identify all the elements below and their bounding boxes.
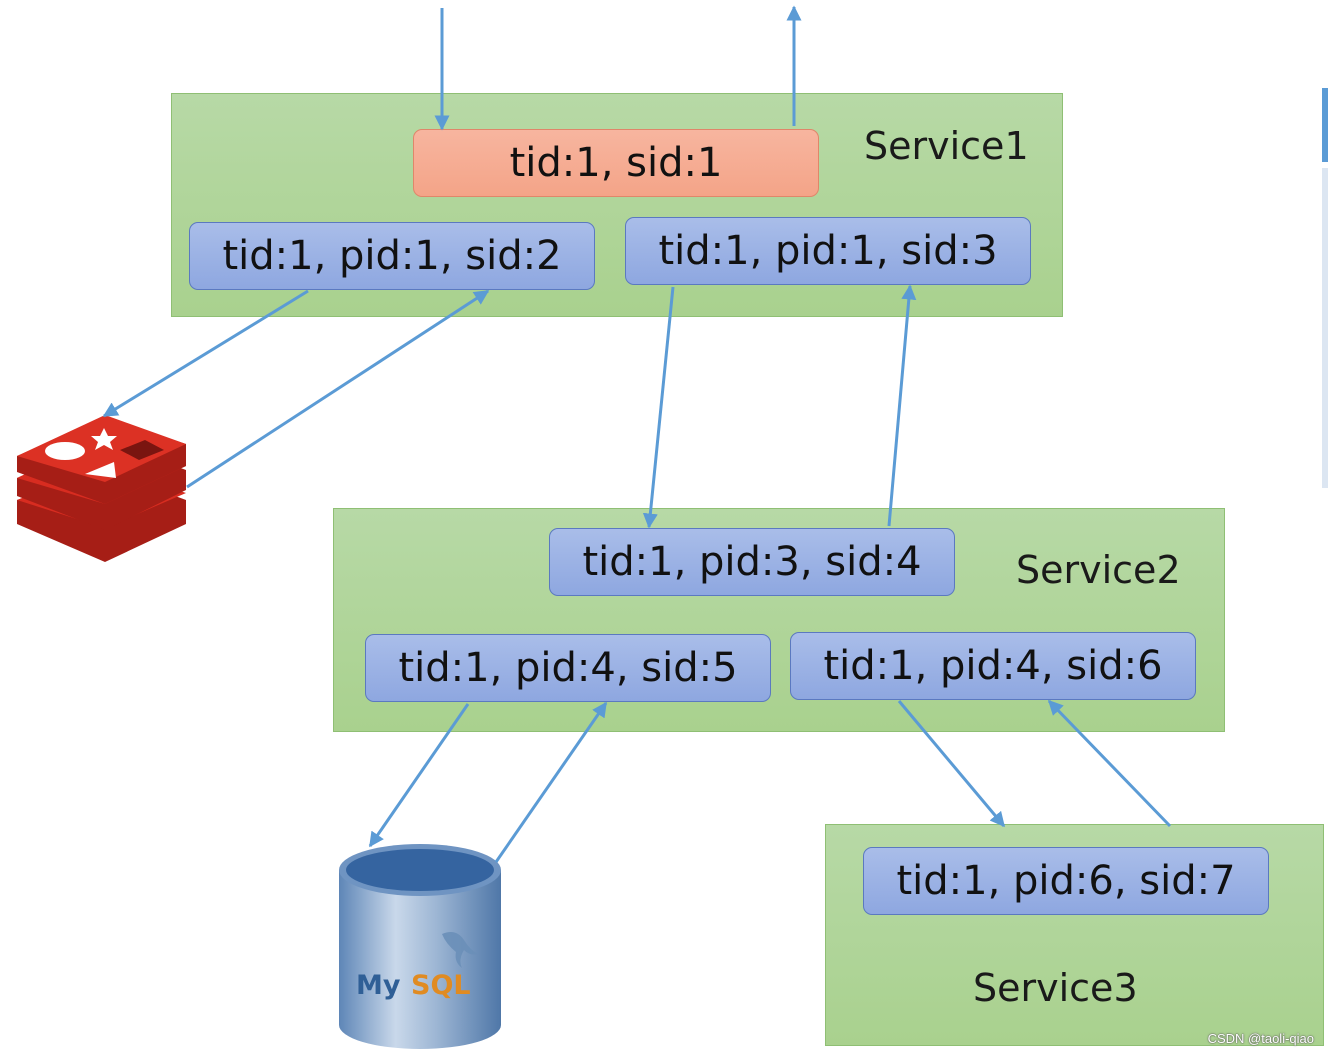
arrow-redis-to-sid2: [186, 289, 490, 489]
edge-faint-strip: [1322, 168, 1328, 488]
span-sid5: tid:1, pid:4, sid:5: [365, 634, 771, 702]
span-sid6: tid:1, pid:4, sid:6: [790, 632, 1196, 700]
span-root: tid:1, sid:1: [413, 129, 819, 197]
service2-title: Service2: [1016, 548, 1181, 592]
span-sid2: tid:1, pid:1, sid:2: [189, 222, 595, 290]
watermark: CSDN @taoli-qiao: [1207, 1031, 1314, 1046]
arrow-sid7-to-sid6: [1047, 699, 1172, 828]
arrow-sid2-to-redis: [102, 289, 309, 418]
span-sid4: tid:1, pid:3, sid:4: [549, 528, 955, 596]
redis-icon: [17, 415, 186, 562]
arrow-sid3-to-sid4: [642, 286, 675, 529]
edge-accent-bar: [1322, 88, 1328, 162]
mysql-label-sql: SQL: [411, 970, 471, 1001]
arrow-sid4-to-sid3: [887, 284, 917, 527]
mysql-database-icon: My SQL: [339, 844, 501, 1049]
arrow-sid5-to-mysql: [368, 703, 470, 848]
mysql-label-my: My: [356, 970, 401, 1001]
span-sid7: tid:1, pid:6, sid:7: [863, 847, 1269, 915]
arrow-sid6-to-sid7: [897, 700, 1006, 828]
arrow-mysql-to-sid5: [494, 701, 608, 863]
span-sid3: tid:1, pid:1, sid:3: [625, 217, 1031, 285]
service3-title: Service3: [973, 966, 1138, 1010]
service1-title: Service1: [864, 124, 1029, 168]
